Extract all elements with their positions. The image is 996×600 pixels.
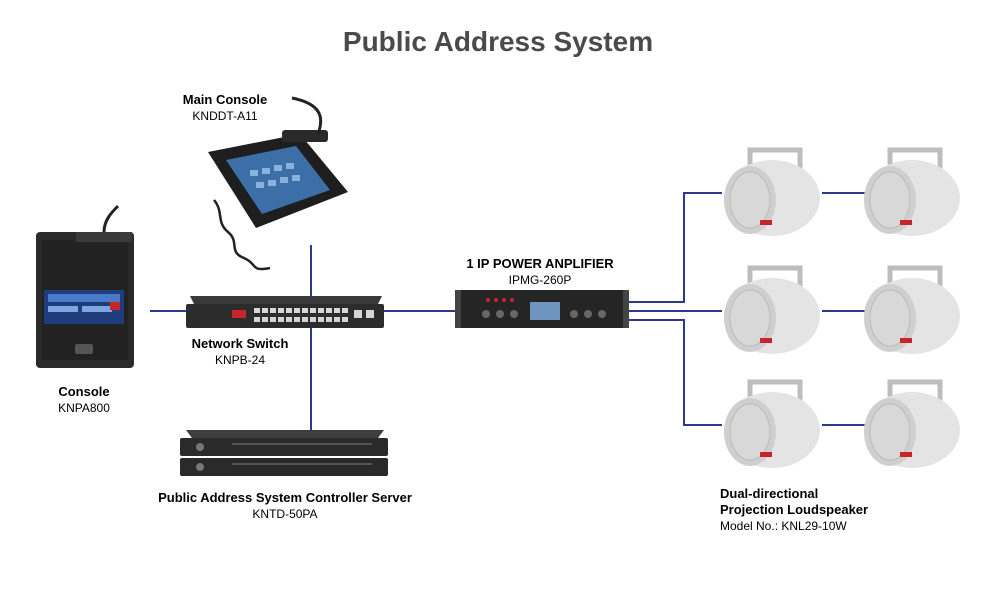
main-console-label: Main Console KNDDT-A11 <box>160 92 290 124</box>
main-console-model: KNDDT-A11 <box>192 109 258 123</box>
main-console-device <box>208 96 348 271</box>
controller-server-model: KNTD-50PA <box>252 507 318 521</box>
loudspeaker <box>864 147 960 236</box>
loudspeaker <box>724 379 820 468</box>
network-switch-model: KNPB-24 <box>214 353 266 367</box>
amplifier-model: IPMG-260P <box>508 273 572 287</box>
amplifier-device <box>455 290 629 328</box>
link-amp-speakers-top <box>628 192 722 303</box>
console-label: Console KNPA800 <box>24 384 144 416</box>
controller-server-device <box>180 430 388 476</box>
loudspeaker <box>724 147 820 236</box>
page-title: Public Address System <box>342 26 654 57</box>
connection-lines <box>150 192 866 430</box>
controller-server-label: Public Address System Controller Server … <box>120 490 450 522</box>
loudspeaker-name-line1: Dual-directional <box>720 486 819 501</box>
controller-server-name: Public Address System Controller Server <box>158 490 412 505</box>
console-name: Console <box>58 384 110 399</box>
network-switch-name: Network Switch <box>191 336 289 351</box>
main-console-name: Main Console <box>182 92 268 107</box>
loudspeaker-array <box>724 147 960 468</box>
loudspeaker <box>864 379 960 468</box>
loudspeaker-name-line2: Projection Loudspeaker <box>720 502 869 517</box>
loudspeaker <box>724 265 820 354</box>
network-switch-label: Network Switch KNPB-24 <box>170 336 310 368</box>
loudspeaker-label: Dual-directional Projection Loudspeaker … <box>720 486 920 534</box>
loudspeaker-model: Model No.: KNL29-10W <box>720 519 847 533</box>
amplifier-label: 1 IP POWER ANPLIFIER IPMG-260P <box>460 256 620 288</box>
link-amp-speakers-bot <box>628 319 722 426</box>
console-model: KNPA800 <box>58 401 110 415</box>
loudspeaker <box>864 265 960 354</box>
network-switch-device <box>186 296 384 328</box>
amplifier-name: 1 IP POWER ANPLIFIER <box>466 256 614 271</box>
console-device <box>36 204 134 368</box>
